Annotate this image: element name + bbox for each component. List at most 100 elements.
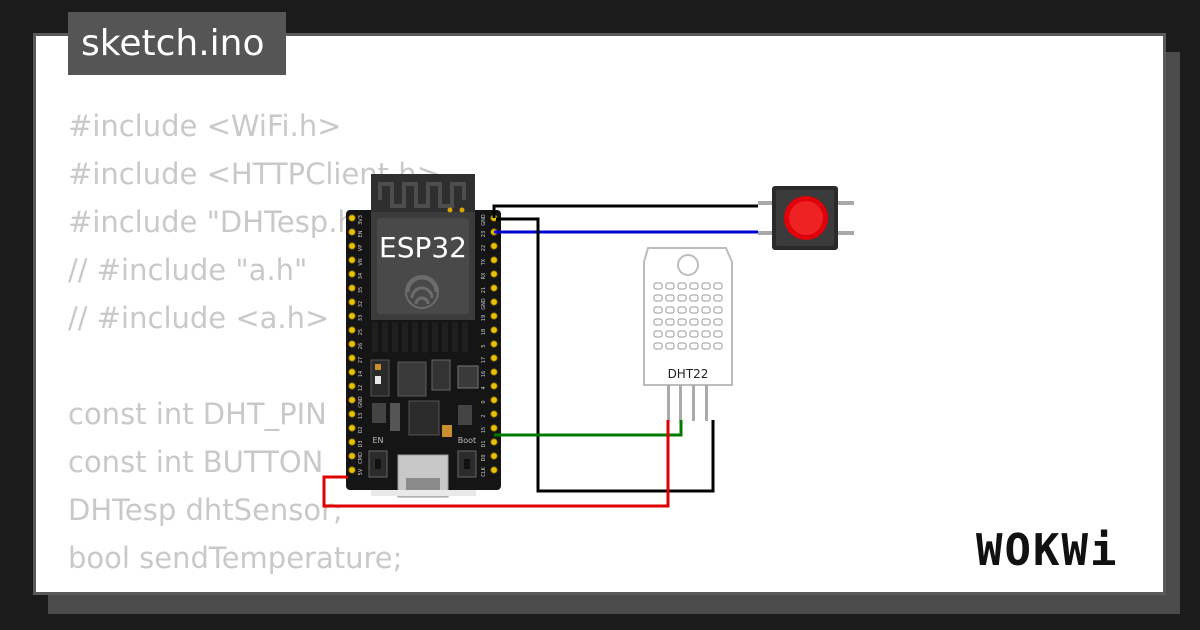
pin-pad[interactable]	[348, 424, 356, 432]
module-pads	[372, 322, 468, 352]
code-line: const int BUTTON	[68, 445, 324, 479]
esp32-board[interactable]: ESP32 EN Boot	[346, 174, 501, 498]
pin-label: EN	[358, 230, 364, 237]
pin-label: VP	[358, 245, 364, 251]
pin-pad[interactable]	[348, 340, 356, 348]
smd-component	[372, 403, 386, 423]
pin-label: 23	[481, 231, 487, 237]
pin-pad[interactable]	[490, 284, 498, 292]
pin-pad[interactable]	[348, 438, 356, 446]
smd-component	[457, 365, 479, 389]
pin-pad[interactable]	[348, 396, 356, 404]
pin-pad[interactable]	[490, 382, 498, 390]
pin-pad[interactable]	[348, 242, 356, 250]
vent-slot	[653, 306, 663, 314]
button-cap-highlight	[789, 201, 823, 235]
pin-pad[interactable]	[490, 312, 498, 320]
pin-pad[interactable]	[348, 298, 356, 306]
preview-card	[33, 33, 1166, 595]
board-edge	[371, 490, 476, 496]
pin-pad[interactable]	[490, 242, 498, 250]
espressif-logo-icon	[405, 275, 439, 309]
pin-label: 32	[358, 301, 364, 307]
pin-pad[interactable]	[348, 312, 356, 320]
en-label: EN	[372, 436, 383, 445]
pin-pad[interactable]	[348, 466, 356, 474]
pin-pad[interactable]	[490, 340, 498, 348]
pin-pad[interactable]	[348, 368, 356, 376]
vent-slot	[689, 306, 699, 314]
dht22-sensor[interactable]: DHT22	[643, 247, 733, 421]
push-button[interactable]	[758, 186, 854, 250]
pin-pad[interactable]	[348, 326, 356, 334]
vent-slot	[677, 294, 687, 302]
esp32-shield	[377, 218, 469, 314]
pin-pad[interactable]	[348, 214, 356, 222]
pin-label: 16	[481, 371, 487, 377]
vent-slot	[713, 342, 723, 350]
vent-slot	[689, 318, 699, 326]
vent-slot	[689, 330, 699, 338]
vent-slot	[665, 318, 675, 326]
pin-pad[interactable]	[348, 284, 356, 292]
board-label: ESP32	[379, 231, 467, 264]
pin-pad[interactable]	[348, 452, 356, 460]
boot-button-cap	[464, 459, 470, 469]
pin-pad[interactable]	[490, 410, 498, 418]
file-tab[interactable]: sketch.ino	[68, 12, 286, 75]
vent-slot	[653, 282, 663, 290]
pin-pad[interactable]	[490, 396, 498, 404]
pin-pad[interactable]	[490, 354, 498, 362]
pin-label: D3	[358, 440, 364, 447]
pin-pad[interactable]	[348, 410, 356, 418]
pin-pad[interactable]	[348, 270, 356, 278]
wire-sensor-vcc[interactable]	[322, 420, 670, 508]
pin-label: 3V3	[358, 215, 364, 225]
button-leg	[758, 231, 776, 235]
vent-slot	[653, 294, 663, 302]
vent-slot	[677, 306, 687, 314]
sensor-pin-vcc	[667, 385, 670, 421]
file-tab-label: sketch.ino	[81, 23, 265, 64]
wire-button-gnd[interactable]	[492, 204, 758, 218]
pin-label: 22	[481, 245, 487, 251]
pin-label: D1	[481, 440, 487, 447]
vent-slot	[665, 306, 675, 314]
pin-pad[interactable]	[490, 452, 498, 460]
vent-slot	[701, 342, 711, 350]
pin-pad[interactable]	[348, 228, 356, 236]
pin-label: D2	[358, 426, 364, 433]
pin-label: 18	[481, 329, 487, 335]
pin-pad[interactable]	[348, 256, 356, 264]
pin-pad[interactable]	[348, 382, 356, 390]
vent-slot	[701, 282, 711, 290]
smd-component	[431, 359, 451, 391]
pin-label: 5	[481, 344, 487, 347]
pin-pad[interactable]	[490, 270, 498, 278]
vent-slot	[713, 282, 723, 290]
pin-pad[interactable]	[490, 368, 498, 376]
usb-uart-chip	[408, 400, 440, 436]
vent-slot	[689, 294, 699, 302]
code-line: #include "DHTesp.h"	[68, 205, 370, 239]
pin-pad[interactable]	[490, 326, 498, 334]
vent-slot	[665, 282, 675, 290]
smd-component	[375, 376, 381, 384]
wire-sensor-gnd[interactable]	[496, 217, 715, 493]
smd-component	[390, 403, 400, 431]
pin-pad[interactable]	[490, 424, 498, 432]
pin-pad[interactable]	[490, 466, 498, 474]
pin-pad[interactable]	[348, 354, 356, 362]
pin-pad[interactable]	[490, 438, 498, 446]
wire-sensor-data[interactable]	[494, 420, 683, 437]
pin-pad[interactable]	[490, 298, 498, 306]
pin-pad[interactable]	[490, 256, 498, 264]
brand-name: WOKWi	[976, 525, 1119, 576]
led	[459, 207, 465, 213]
pin-label: 25	[358, 329, 364, 335]
vent-slot	[677, 282, 687, 290]
boot-label: Boot	[458, 436, 476, 445]
pin-label: RX	[481, 272, 487, 279]
